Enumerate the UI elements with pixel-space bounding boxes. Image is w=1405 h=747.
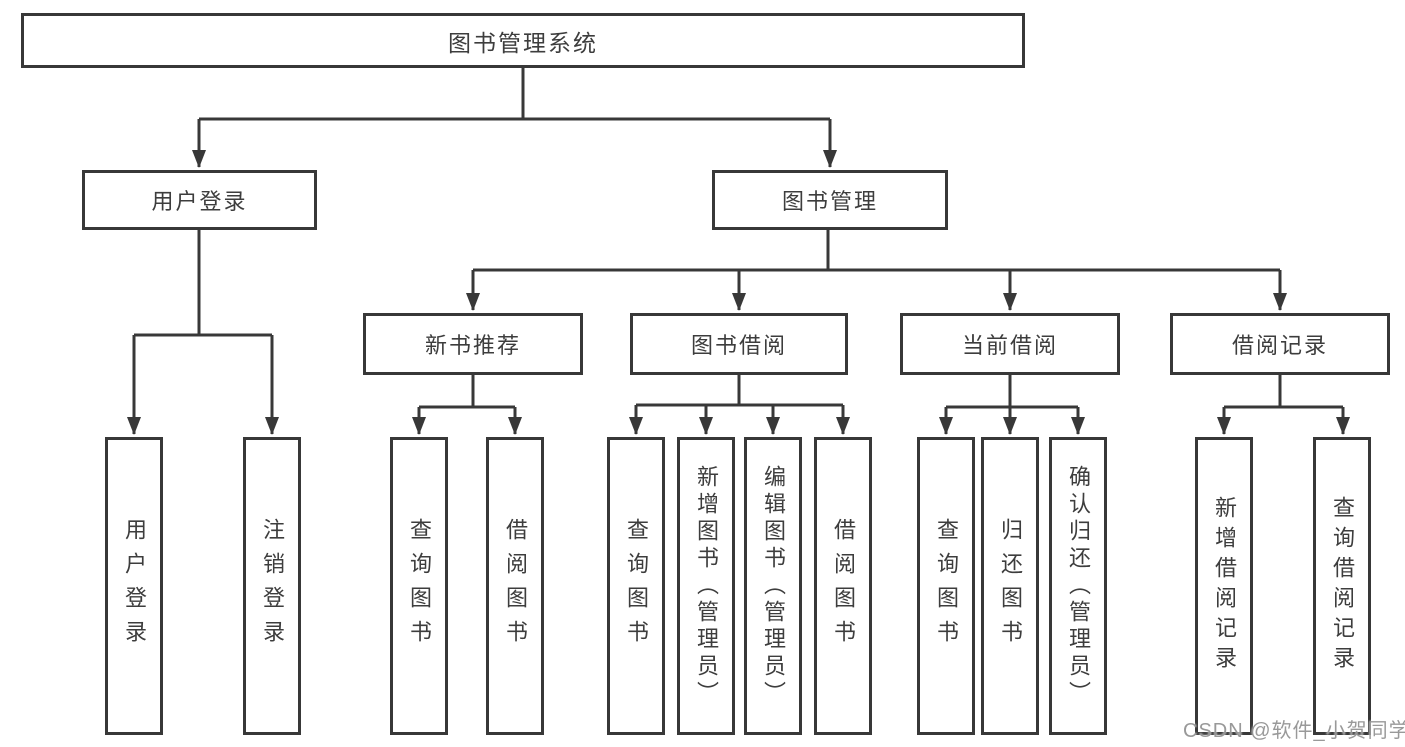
csdn-watermark: CSDN @软件_小贺同学 <box>1183 720 1405 742</box>
leaf-borrow-book-2: 借阅图书 <box>814 437 872 735</box>
node-current-borrow: 当前借阅 <box>900 313 1120 375</box>
leaf-query-borrow-record: 查询借阅记录 <box>1313 437 1371 735</box>
leaf-add-borrow-record: 新增借阅记录 <box>1195 437 1253 735</box>
leaf-user-login: 用户登录 <box>105 437 163 735</box>
leaf-query-book-3: 查询图书 <box>917 437 975 735</box>
leaf-query-book-1: 查询图书 <box>390 437 448 735</box>
node-book-management: 图书管理 <box>712 170 948 230</box>
node-borrow-records: 借阅记录 <box>1170 313 1390 375</box>
leaf-confirm-return-admin: 确认归还（管理员） <box>1049 437 1107 735</box>
node-new-book-recommend: 新书推荐 <box>363 313 583 375</box>
node-root-library-system: 图书管理系统 <box>21 13 1025 68</box>
node-book-borrow: 图书借阅 <box>630 313 848 375</box>
node-user-login: 用户登录 <box>82 170 317 230</box>
leaf-return-book: 归还图书 <box>981 437 1039 735</box>
leaf-edit-book-admin: 编辑图书（管理员） <box>744 437 802 735</box>
leaf-query-book-2: 查询图书 <box>607 437 665 735</box>
leaf-add-book-admin: 新增图书（管理员） <box>677 437 735 735</box>
leaf-logout-login: 注销登录 <box>243 437 301 735</box>
leaf-borrow-book-1: 借阅图书 <box>486 437 544 735</box>
